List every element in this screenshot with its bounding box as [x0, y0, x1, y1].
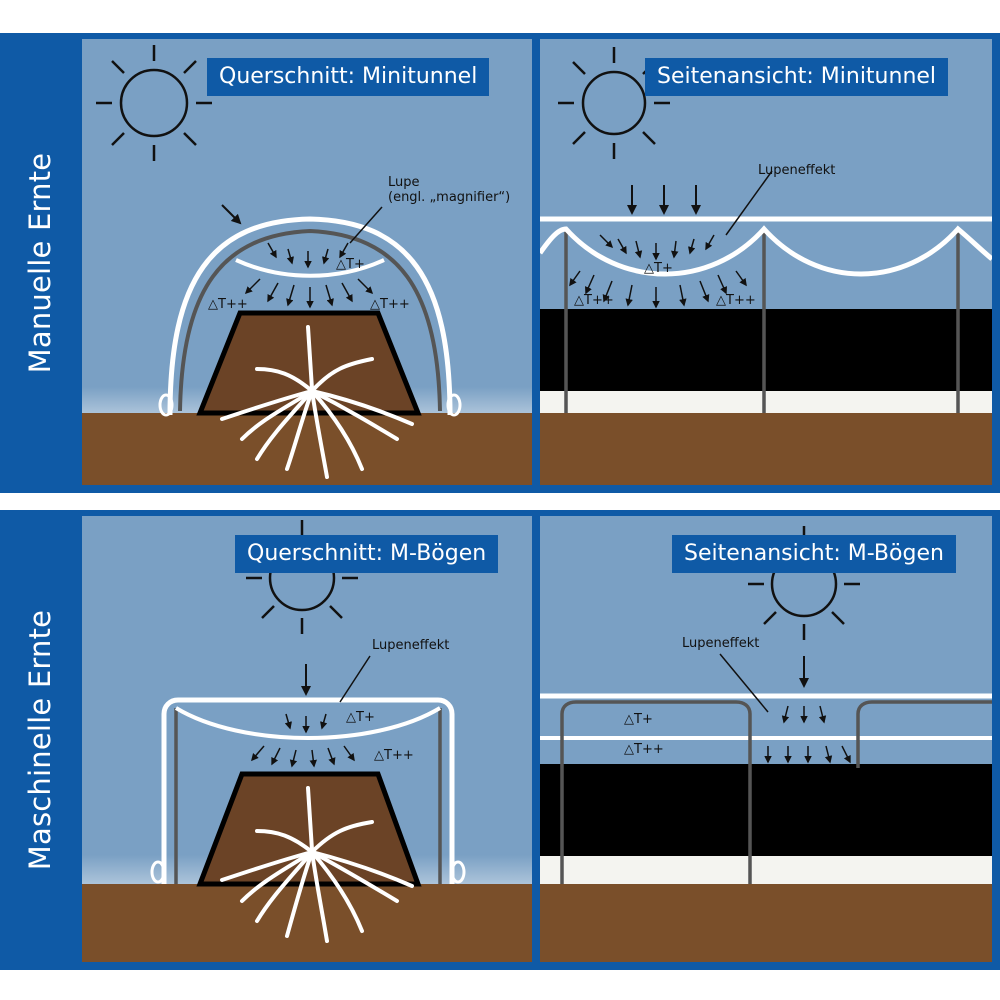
lupeneffekt-label: Lupeneffekt [372, 638, 450, 653]
row-manual-harvest: Manuelle Ernte [0, 33, 1000, 493]
delta-t-plus-plus: △T++ [374, 748, 414, 763]
panel-title: Querschnitt: M-Bögen [235, 535, 499, 573]
delta-t-plus: △T+ [624, 712, 653, 727]
panel-title: Seitenansicht: Minitunnel [645, 58, 949, 96]
delta-t-plus: △T+ [336, 257, 365, 272]
sun-icon [96, 45, 212, 161]
panel-title: Querschnitt: Minitunnel [207, 58, 490, 96]
row-label-container: Manuelle Ernte [0, 33, 80, 493]
row-label-manual: Manuelle Ernte [23, 152, 57, 374]
arrow-down-icon [627, 185, 701, 215]
lupeneffekt-label: Lupeneffekt [758, 163, 836, 178]
delta-t-plus: △T+ [346, 710, 375, 725]
cross-section-minitunnel-illustration [82, 39, 532, 485]
panel-cross-section-m-arches: Querschnitt: M-Bögen Lupeneffekt △T+ △T+… [82, 516, 532, 962]
row-machine-harvest: Maschinelle Ernte [0, 510, 1000, 970]
delta-t-plus-plus-right: △T++ [370, 297, 410, 312]
side-view-minitunnel-illustration [540, 39, 992, 485]
lupe-label: Lupe [388, 175, 420, 190]
panel-title: Seitenansicht: M-Bögen [672, 535, 956, 573]
soil [82, 884, 532, 962]
lupe-translation: (engl. „magnifier“) [388, 190, 511, 205]
delta-t-plus: △T+ [644, 261, 673, 276]
delta-t-plus-plus-right: △T++ [716, 293, 756, 308]
mulch-film [540, 309, 992, 391]
panel-side-view-minitunnel: Seitenansicht: Minitunnel Lupeneffekt △T… [540, 39, 992, 485]
arrow-down-icon [244, 242, 374, 309]
soil [82, 413, 532, 485]
plant-roots-icon [220, 325, 414, 479]
panel-side-view-m-arches: Seitenansicht: M-Bögen Lupeneffekt △T+ △… [540, 516, 992, 962]
row-label-container: Maschinelle Ernte [0, 510, 80, 970]
side-view-m-arches-illustration [540, 516, 992, 962]
mulch-film [540, 764, 992, 856]
lupeneffekt-label: Lupeneffekt [682, 636, 760, 651]
soil [540, 413, 992, 485]
delta-t-plus-plus-left: △T++ [574, 293, 614, 308]
delta-t-plus-plus-left: △T++ [208, 297, 248, 312]
plant-roots-icon [220, 786, 414, 943]
soil [540, 884, 992, 962]
row-label-machine: Maschinelle Ernte [23, 609, 57, 871]
panel-cross-section-minitunnel: Querschnitt: Minitunnel Lupe (engl. „mag… [82, 39, 532, 485]
cross-section-m-arches-illustration [82, 516, 532, 962]
delta-t-plus-plus: △T++ [624, 742, 664, 757]
